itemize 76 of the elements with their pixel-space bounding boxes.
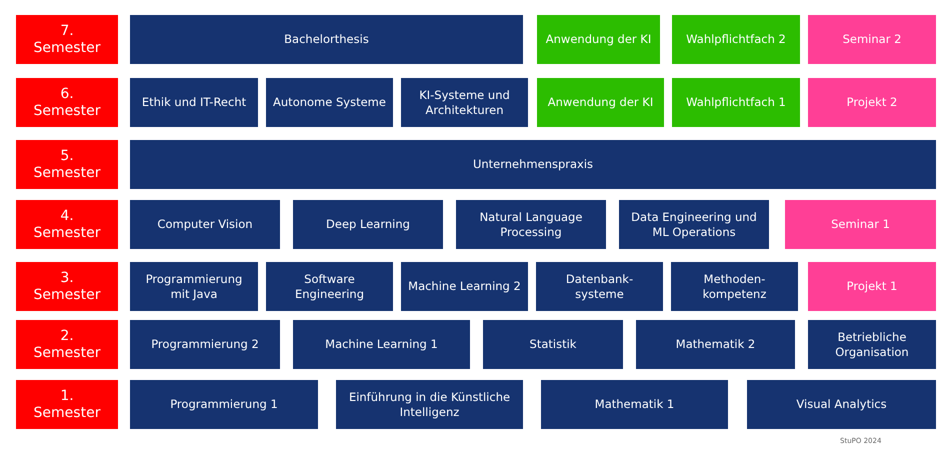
module-box [747,380,936,429]
module-box [130,15,523,64]
module-name: Wahlpflichtfach 1 [685,95,787,110]
module-name: Bachelorthesis [283,32,370,47]
module-box [808,320,936,369]
semester-label: 7. Semester [32,22,102,56]
module-box [808,78,936,127]
module-name: Betriebliche Organisation [834,330,910,360]
module-name: KI-Systeme und Architekturen [418,88,511,118]
module-box [266,78,393,127]
semester-box [16,380,118,429]
module-name: Seminar 2 [842,32,902,47]
module-box [130,140,936,189]
module-name: Anwendung der KI [544,32,652,47]
module-box [401,78,528,127]
module-name: Deep Learning [325,217,411,232]
module-name: Unternehmenspraxis [472,157,594,172]
semester-label: 6. Semester [32,86,102,120]
module-box [293,320,470,369]
module-name: Software Engineering [294,272,365,302]
module-name: Projekt 1 [846,279,898,294]
module-name: Einführung in die Künstliche Intelligenz [348,390,512,420]
module-name: Autonome Systeme [272,95,387,110]
module-name: Machine Learning 2 [407,279,522,294]
module-name: Data Engineering und ML Operations [630,210,758,240]
semester-box [16,262,118,311]
module-name: Natural Language Processing [478,210,584,240]
semester-box [16,200,118,249]
module-name: Programmierung mit Java [144,272,244,302]
semester-label: 4. Semester [32,208,102,242]
semester-label: 3. Semester [32,270,102,304]
module-box [808,262,936,311]
semester-box [16,140,118,189]
module-name: Ethik und IT-Recht [140,95,248,110]
module-box [785,200,936,249]
module-name: Seminar 1 [830,217,891,232]
module-box [537,15,660,64]
module-box [541,380,728,429]
module-box [456,200,606,249]
module-name: Wahlpflichtfach 2 [685,32,787,47]
module-box [130,380,318,429]
module-box [537,78,664,127]
module-box [672,78,800,127]
module-name: Datenbank-systeme [564,272,634,302]
module-box [130,78,258,127]
module-box [671,262,798,311]
module-name: Methoden-kompetenz [702,272,768,302]
module-box [130,262,258,311]
module-box [636,320,795,369]
semester-box [16,15,118,64]
semester-label: 5. Semester [32,148,102,182]
module-name: Visual Analytics [795,397,888,412]
module-box [483,320,623,369]
semester-box [16,320,118,369]
module-name: Machine Learning 1 [324,337,439,352]
semester-label: 1. Semester [32,388,102,422]
module-name: Computer Vision [156,217,254,232]
module-box [293,200,443,249]
semester-box [16,78,118,127]
module-box [266,262,393,311]
module-name: Programmierung 1 [169,397,279,412]
module-box [619,200,769,249]
module-name: Anwendung der KI [546,95,654,110]
module-name: Mathematik 1 [594,397,676,412]
module-name: Mathematik 2 [674,337,756,352]
module-name: Programmierung 2 [150,337,260,352]
module-box [130,320,280,369]
semester-label: 2. Semester [32,328,102,362]
module-box [401,262,528,311]
module-box [672,15,800,64]
module-name: Statistik [528,337,578,352]
module-box [536,262,663,311]
module-box [336,380,523,429]
module-box [130,200,280,249]
module-box [808,15,936,64]
module-name: Projekt 2 [846,95,898,110]
